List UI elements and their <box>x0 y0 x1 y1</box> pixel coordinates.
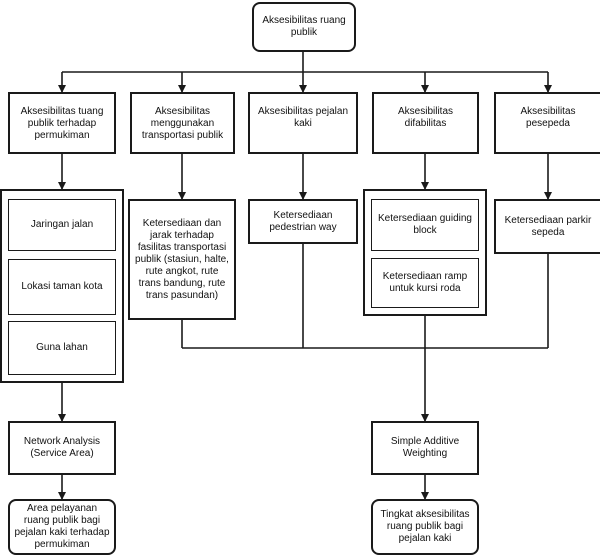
output-label: Tingkat aksesibilitas ruang publik bagi … <box>380 509 470 544</box>
output-label: Area pelayanan ruang publik bagi pejalan… <box>14 503 110 550</box>
indicator-guiding-block[interactable]: Ketersediaan guiding block <box>371 199 479 251</box>
indicator-ramp[interactable]: Ketersediaan ramp untuk kursi roda <box>371 258 479 308</box>
indicator-label: Ketersediaan pedestrian way <box>269 209 337 233</box>
category-label: Aksesibilitas menggunakan transportasi p… <box>141 106 224 141</box>
indicator-label: Ketersediaan parkir sepeda <box>504 214 592 238</box>
indicator-jaringan-jalan[interactable]: Jaringan jalan <box>8 199 116 251</box>
category-pejalan-kaki[interactable]: Aksesibilitas pejalan kaki <box>248 92 358 154</box>
indicator-guna-lahan[interactable]: Guna lahan <box>8 321 116 375</box>
indicator-pedestrian-way[interactable]: Ketersediaan pedestrian way <box>248 199 358 244</box>
root-label: Aksesibilitas ruang publik <box>262 15 346 38</box>
category-label: Aksesibilitas difabilitas <box>397 106 454 129</box>
category-label: Aksesibilitas pesepeda <box>520 106 576 129</box>
method-saw[interactable]: Simple Additive Weighting <box>371 421 479 475</box>
indicator-transportasi[interactable]: Ketersediaan dan jarak terhadap fasilita… <box>128 199 236 320</box>
indicator-label: Jaringan jalan <box>30 219 94 230</box>
category-difabilitas[interactable]: Aksesibilitas difabilitas <box>372 92 479 154</box>
output-saw[interactable]: Tingkat aksesibilitas ruang publik bagi … <box>371 499 479 555</box>
method-label: Simple Additive Weighting <box>390 436 460 459</box>
category-label: Aksesibilitas tuang publik terhadap perm… <box>20 106 104 141</box>
indicator-label: Lokasi taman kota <box>21 281 103 292</box>
category-permukiman[interactable]: Aksesibilitas tuang publik terhadap perm… <box>8 92 116 154</box>
group-difabilitas-indicators <box>363 189 487 316</box>
indicator-lokasi-taman[interactable]: Lokasi taman kota <box>8 259 116 315</box>
indicator-label: Ketersediaan dan jarak terhadap fasilita… <box>135 217 229 301</box>
root-node[interactable]: Aksesibilitas ruang publik <box>252 2 356 52</box>
category-pesepeda[interactable]: Aksesibilitas pesepeda <box>494 92 600 154</box>
indicator-label: Ketersediaan ramp untuk kursi roda <box>382 271 468 294</box>
indicator-label: Guna lahan <box>36 342 88 353</box>
category-label: Aksesibilitas pejalan kaki <box>257 106 349 129</box>
category-transportasi[interactable]: Aksesibilitas menggunakan transportasi p… <box>130 92 235 154</box>
method-network-analysis[interactable]: Network Analysis (Service Area) <box>8 421 116 475</box>
method-label: Network Analysis (Service Area) <box>23 436 101 459</box>
indicator-parkir-sepeda[interactable]: Ketersediaan parkir sepeda <box>494 199 600 254</box>
indicator-label: Ketersediaan guiding block <box>378 213 472 236</box>
output-network[interactable]: Area pelayanan ruang publik bagi pejalan… <box>8 499 116 555</box>
group-permukiman-indicators <box>0 189 124 383</box>
